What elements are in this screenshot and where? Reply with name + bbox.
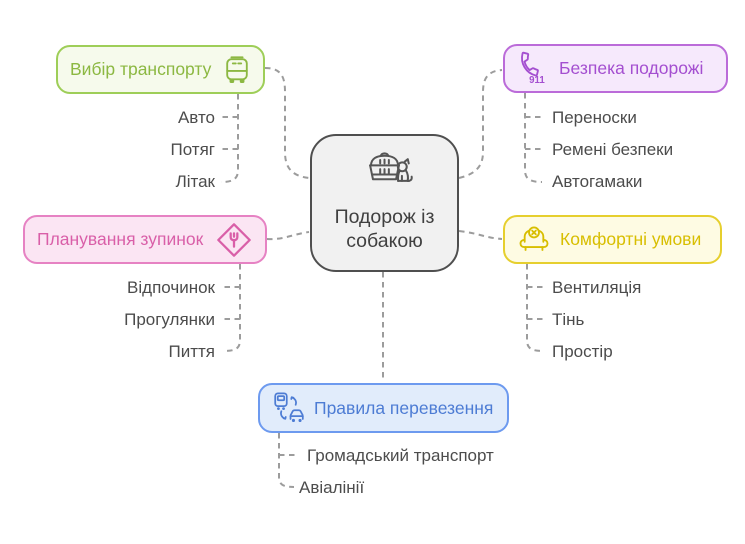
branch-transport-choice: Вибір транспорту xyxy=(56,45,265,94)
leaf-label: Потяг xyxy=(170,140,216,159)
branch-stop-planning: Планування зупинок xyxy=(23,215,267,264)
leaf-label: Переноски xyxy=(552,108,637,127)
transport-transfer-icon xyxy=(274,392,304,423)
leaf-label: Відпочинок xyxy=(127,278,215,297)
branch-label: Вибір транспорту xyxy=(70,59,212,79)
leaf-label: Ремені безпеки xyxy=(552,140,674,159)
badge-911: 911 xyxy=(529,75,545,86)
connector-transport-center xyxy=(264,67,310,179)
central-node: Подорож із собакою xyxy=(310,134,459,272)
branch-label: Планування зупинок xyxy=(37,229,204,249)
trunk-stops xyxy=(222,264,241,352)
connector-stops-center xyxy=(266,231,310,241)
leaf-label: Простір xyxy=(552,342,613,361)
branch-label: Безпека подорожі xyxy=(559,58,704,78)
emergency-phone-icon: 911 xyxy=(521,51,545,86)
leaf-label: Громадський транспорт xyxy=(307,446,494,465)
rest-stop-icon xyxy=(217,222,251,257)
branch-travel-safety: 911 Безпека подорожі xyxy=(503,44,728,93)
leaf-label: Автогамаки xyxy=(552,172,643,191)
trunk-rules xyxy=(278,433,295,488)
dog-carrier-icon xyxy=(368,152,413,182)
bus-icon xyxy=(226,56,248,84)
trunk-safety xyxy=(524,93,543,183)
leaf-label: Вентиляція xyxy=(552,278,642,297)
branch-label: Правила перевезення xyxy=(314,397,494,418)
connector-center-safety xyxy=(458,69,503,179)
trunk-transport xyxy=(220,94,239,183)
leaf-label: Пиття xyxy=(168,342,216,361)
branch-transport-rules: Правила перевезення xyxy=(258,383,509,433)
leaf-label: Авіалінії xyxy=(299,478,365,497)
leaf-label: Авто xyxy=(177,108,215,127)
trunk-comfort xyxy=(526,264,545,352)
branch-comfort-conditions: Комфортні умови xyxy=(503,215,722,264)
central-label: Подорож із собакою xyxy=(334,206,435,252)
leaf-label: Прогулянки xyxy=(124,310,215,329)
connector-center-comfort xyxy=(458,230,503,240)
leaf-label: Тінь xyxy=(552,310,585,329)
leaf-label: Літак xyxy=(175,172,215,191)
branch-label: Комфортні умови xyxy=(560,229,702,249)
armchair-icon xyxy=(519,226,549,251)
